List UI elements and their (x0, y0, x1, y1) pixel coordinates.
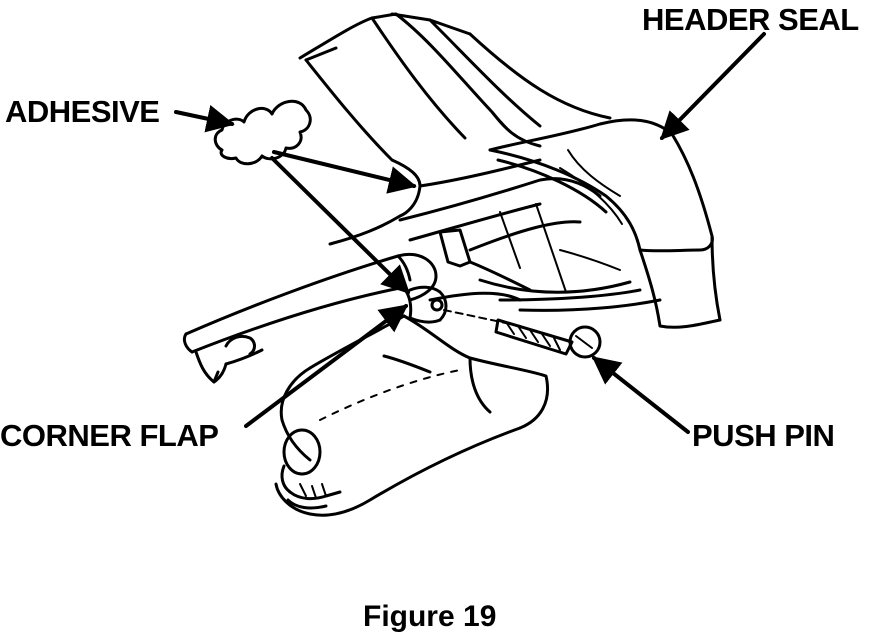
bulb-seal-lower (274, 314, 549, 517)
arrow-header-seal (660, 32, 766, 140)
arrow-corner-flap (244, 304, 409, 428)
corner-flap-label: CORNER FLAP (0, 418, 219, 453)
header-seal (488, 118, 722, 329)
figure-caption: Figure 19 (363, 600, 497, 633)
door-frame (298, 12, 612, 246)
header-seal-label: HEADER SEAL (642, 2, 859, 37)
body-channel (398, 158, 662, 312)
arrow-adhesive-label (174, 105, 235, 133)
arrow-adhesive-to-flap (270, 156, 410, 294)
adhesive-label: ADHESIVE (5, 94, 160, 129)
arrow-adhesive-to-channel (272, 150, 417, 194)
arrow-push-pin (591, 356, 690, 434)
adhesive-cloud (213, 99, 312, 166)
push-pin (443, 309, 602, 359)
leader-arrows (174, 32, 766, 434)
push-pin-label: PUSH PIN (692, 418, 835, 453)
